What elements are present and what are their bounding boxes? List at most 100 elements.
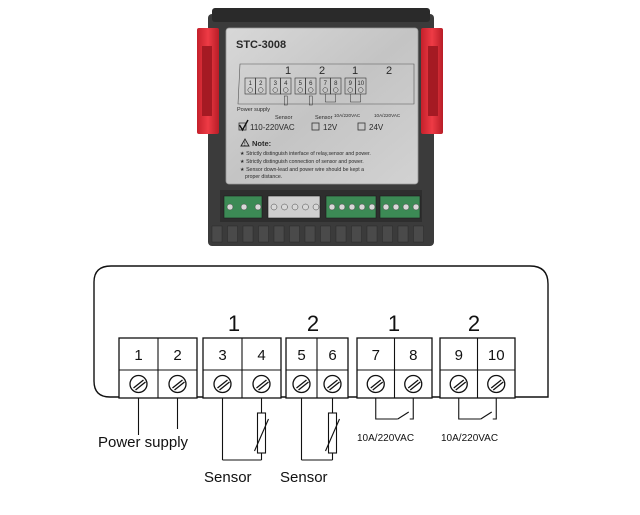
diagram-outline [93,265,549,398]
plate-relay-icon [350,94,361,103]
note-line-3: ★ Sensor down-lead and power wire should… [240,167,364,173]
plate-group-label-4: 2 [386,65,392,77]
sensor-label-2: Sensor [280,469,328,486]
plate-power-supply-label: Power supply [237,107,270,113]
plate-screw-icon [258,87,264,93]
plate-terminal-number-4: 4 [284,81,288,87]
voltage-option-12v: 12V [311,122,338,132]
plate-screw-icon [347,87,353,93]
plate-screw-icon [308,87,314,93]
plate-screw-icon [247,87,253,93]
terminal-number-6: 6 [328,347,336,364]
plate-group-label-3: 1 [352,65,358,77]
terminal-number-1: 1 [134,347,142,364]
sensor-label-1: Sensor [204,469,252,486]
plate-screw-icon [272,87,278,93]
terminal-number-9: 9 [455,347,463,364]
plate-terminal-number-6: 6 [309,81,313,87]
svg-text:24V: 24V [369,123,384,132]
connector-screw-icon [270,203,278,211]
note-line-4: proper distance. [245,174,282,180]
group-label-4: 2 [468,311,480,336]
plate-thermistor-icon [284,95,288,106]
vent-tooth [366,225,378,243]
label-plate [225,27,419,185]
terminal-screw-icon [252,374,271,394]
connector-screw-icon [240,203,248,211]
group-label-2: 2 [307,311,319,336]
terminal-screw-icon [323,374,342,394]
vent-tooth [273,225,285,243]
voltage-option-110-220vac: 110-220VAC [238,119,295,132]
terminal-number-2: 2 [173,347,181,364]
plate-sensor-label-2: Sensor [315,115,333,121]
plate-sensor-label-1: Sensor [275,115,293,121]
diagram-wiring [137,398,497,461]
connector-screw-icon [358,203,366,211]
connector-screw-icon [226,203,234,211]
plate-screw-icon [333,87,339,93]
plate-terminal-number-8: 8 [334,81,338,87]
vent-tooth [397,225,409,243]
vent-tooth [351,225,362,243]
warning-note: ! Note: ★ Strictly distinguish interface… [240,138,371,180]
terminal-screw-icon [292,374,311,394]
relay-2-contact-icon [458,398,497,420]
plate-terminal-cell [305,77,317,95]
relay-rating-label-1: 10A/220VAC [357,433,414,444]
plate-thermistor-icon [309,95,313,106]
terminal-screw-icon [129,374,148,394]
plate-terminal-number-7: 7 [324,81,328,87]
terminal-screw-icon [213,374,232,394]
plate-screw-icon [358,87,364,93]
plate-relay-icon [325,94,336,103]
connector-screw-icon [392,203,400,211]
vent-tooth [227,225,238,243]
plate-screw-icon [283,87,289,93]
connector-screw-icon [302,203,309,211]
plate-relay-rating-1: 10A/220VAC [334,113,361,118]
note-title: Note: [252,139,271,148]
relay-1-contact-icon [375,398,414,420]
left-mounting-bracket [197,28,219,134]
check-mark-icon [238,119,249,132]
vent-tooth [258,225,269,243]
vent-tooth [335,225,347,243]
model-name: STC-3008 [236,39,286,51]
vent-tooth [382,225,393,243]
plate-terminal-number-2: 2 [259,81,263,87]
connector-screw-icon [338,203,346,211]
connector-screw-icon [348,203,356,211]
plate-screw-icon [322,87,328,93]
power-supply-label: Power supply [98,434,189,451]
plate-terminal-number-3: 3 [274,81,278,87]
connector-screw-icon [281,203,288,211]
sensor-2-thermistor-icon [300,398,341,461]
vent-tooth [320,225,331,243]
plate-terminal-number-10: 10 [357,81,364,87]
group-label-1: 1 [228,311,240,336]
housing-vents [211,225,424,243]
plate-screw-icon [297,87,303,93]
vent-tooth [289,225,300,243]
terminal-screw-icon [487,374,506,394]
right-mounting-bracket [421,28,443,134]
vent-tooth [211,225,223,243]
terminal-screw-icon [404,374,423,394]
vent-tooth [242,225,254,243]
plate-terminal-number-5: 5 [299,81,303,87]
terminal-number-5: 5 [297,347,305,364]
relay-rating-label-2: 10A/220VAC [441,433,498,444]
voltage-option-24v: 24V [357,122,384,132]
terminal-number-4: 4 [257,347,265,364]
connector-screw-icon [412,203,420,211]
terminal-screw-icon [449,374,468,394]
